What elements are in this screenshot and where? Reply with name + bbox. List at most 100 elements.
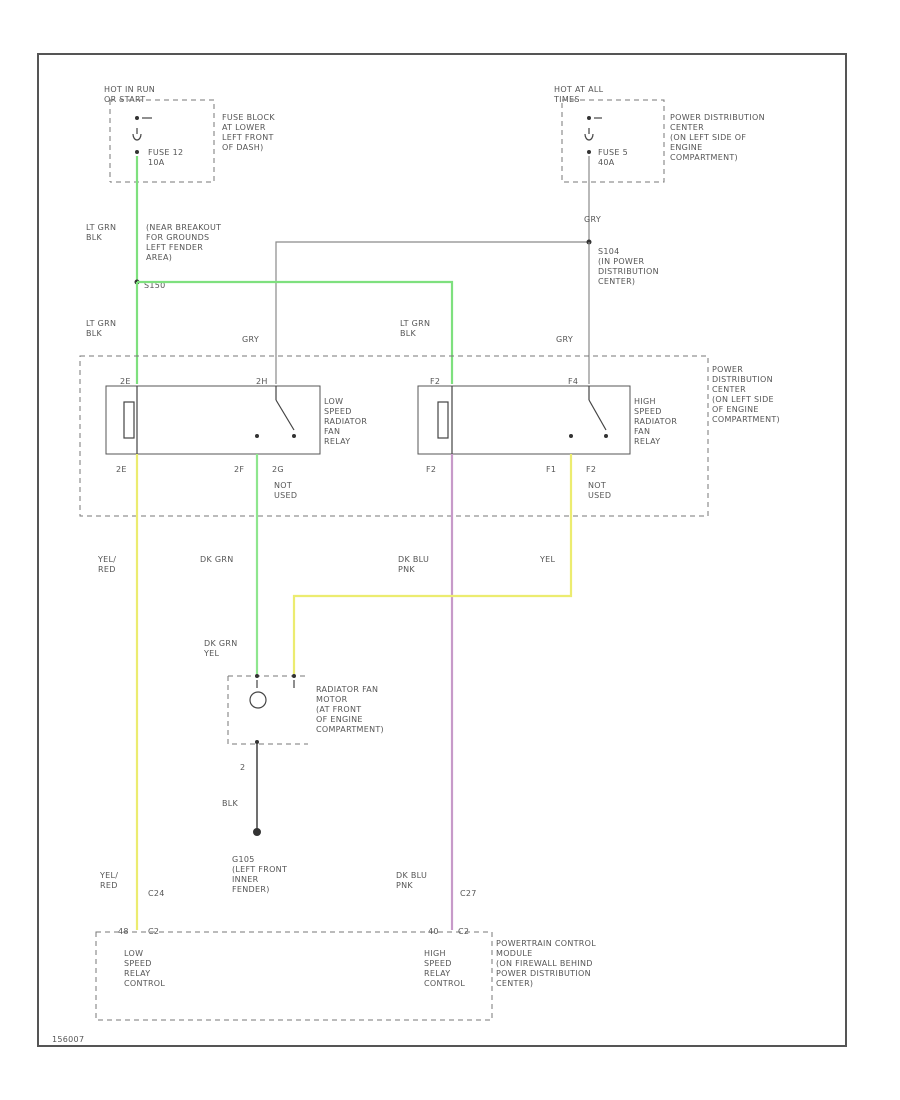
text-line: (ON LEFT SIDE OF (670, 133, 746, 142)
text-line: PNK (398, 565, 415, 574)
text-line: LEFT FENDER (146, 243, 203, 252)
gry-label-3: GRY (556, 335, 573, 344)
text-line: POWERTRAIN CONTROL (496, 939, 596, 948)
text-line: (NEAR BREAKOUT (146, 223, 221, 232)
text-line: RADIATOR FAN (316, 685, 378, 694)
text-line: CENTER (670, 123, 704, 132)
text-line: (IN POWER (598, 257, 644, 266)
text-line: COMPARTMENT) (316, 725, 384, 734)
text-line: AREA) (146, 253, 172, 262)
text-line: OF DASH) (222, 143, 264, 152)
text-line: LOW (124, 949, 143, 958)
c27-label: C27 (460, 889, 477, 898)
text-line: POWER DISTRIBUTION (670, 113, 765, 122)
text-line: CONTROL (124, 979, 165, 988)
s150-label: S150 (144, 281, 166, 290)
text-line: CENTER) (598, 277, 635, 286)
pin-f2-bottom: F2 (426, 465, 436, 474)
pin-2e-top: 2E (120, 377, 131, 386)
text-line: LT GRN (86, 319, 116, 328)
figure-id: 156007 (52, 1035, 84, 1044)
text-line: LEFT FRONT (222, 133, 274, 142)
text-line: HIGH (634, 397, 656, 406)
text-line: LT GRN (400, 319, 430, 328)
text-line: BLK (86, 233, 103, 242)
dk-grn-label-1: DK GRN (200, 555, 234, 564)
text-line: LT GRN (86, 223, 116, 232)
gry-label-2: GRY (242, 335, 259, 344)
pin-2e-bottom: 2E (116, 465, 127, 474)
text-line: FUSE BLOCK (222, 113, 275, 122)
text-line: BLK (400, 329, 417, 338)
text-line: HOT AT ALL (554, 85, 604, 94)
text-line: DK GRN (204, 639, 238, 648)
text-line: RED (98, 565, 116, 574)
text-line: ENGINE (670, 143, 702, 152)
ground-g105 (253, 828, 261, 836)
text-line: (LEFT FRONT (232, 865, 287, 874)
wire-lt-grn-horizontal (137, 280, 454, 384)
text-line: NOT (588, 481, 606, 490)
text-line: RED (100, 881, 118, 890)
blk-label: BLK (222, 799, 239, 808)
pin-f4-top: F4 (568, 377, 578, 386)
text-line: CONTROL (424, 979, 465, 988)
yel-red-label-2: YEL/RED (99, 871, 118, 890)
text-line: 40A (598, 158, 615, 167)
text-line: RADIATOR (634, 417, 677, 426)
pdc-mid-box (79, 355, 709, 517)
text-line: YEL/ (97, 555, 116, 564)
text-line: PNK (396, 881, 413, 890)
text-line: BLK (86, 329, 103, 338)
pin-48: 48 (118, 927, 129, 936)
text-line: FOR GROUNDS (146, 233, 209, 242)
text-line: COMPARTMENT) (712, 415, 780, 424)
text-line: FAN (324, 427, 340, 436)
diagram-frame (37, 53, 847, 1047)
text-line: USED (588, 491, 611, 500)
text-line: MODULE (496, 949, 533, 958)
text-line: 10A (148, 158, 165, 167)
text-line: NOT (274, 481, 292, 490)
yel-red-label-1: YEL/RED (97, 555, 116, 574)
pin-2f: 2F (234, 465, 244, 474)
text-line: (AT FRONT (316, 705, 361, 714)
text-line: POWER (712, 365, 743, 374)
text-line: RELAY (634, 437, 661, 446)
text-line: S104 (598, 247, 620, 256)
text-line: DISTRIBUTION (598, 267, 659, 276)
text-line: RELAY (424, 969, 451, 978)
text-line: DK BLU (398, 555, 429, 564)
text-line: RELAY (124, 969, 151, 978)
text-line: HOT IN RUN (104, 85, 155, 94)
text-line: AT LOWER (222, 123, 266, 132)
pin-2: 2 (240, 763, 245, 772)
pin-f2-top: F2 (430, 377, 440, 386)
text-line: SPEED (124, 959, 152, 968)
